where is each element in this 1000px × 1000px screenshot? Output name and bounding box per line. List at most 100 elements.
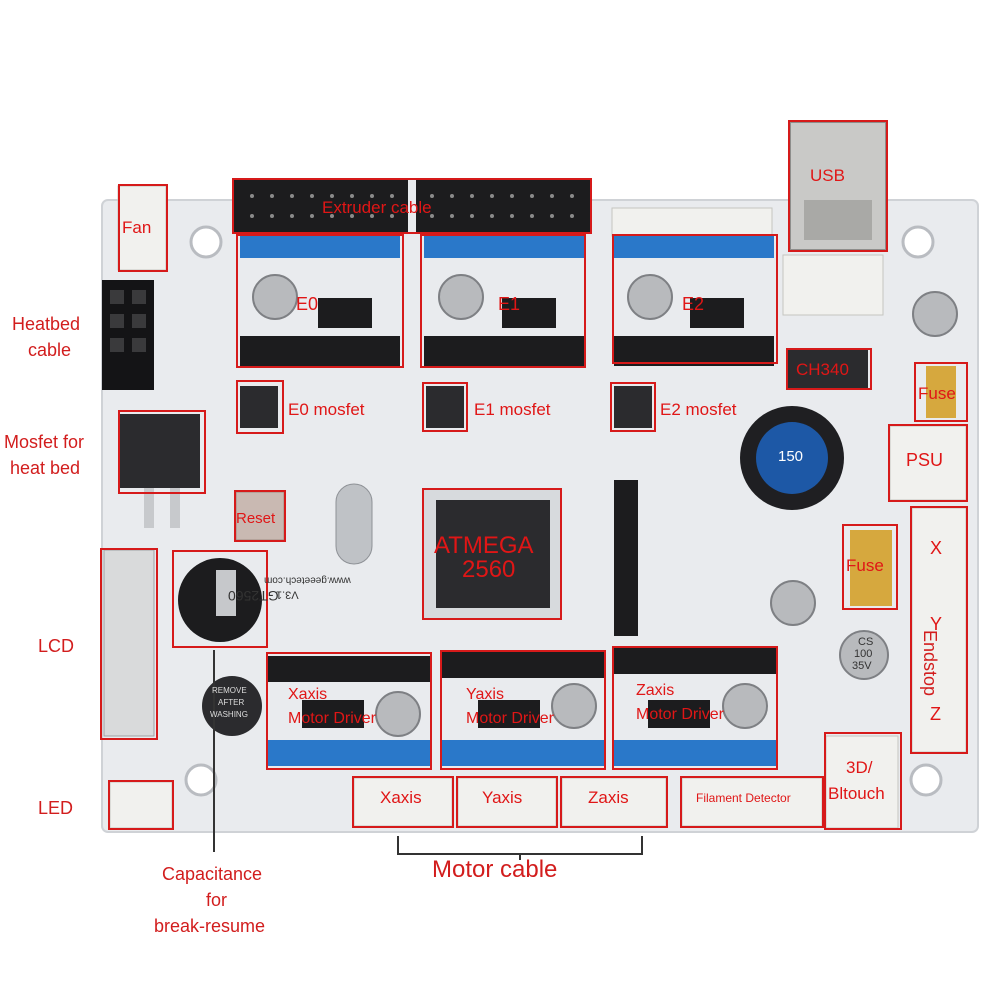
bottom-capacitors	[375, 683, 768, 737]
bottom-connectors	[109, 735, 899, 829]
label-xaxis-conn: Xaxis	[380, 788, 422, 807]
label-e1: E1	[498, 294, 521, 314]
label-fuse-top: Fuse	[918, 384, 956, 403]
vertical-pin-header	[614, 480, 638, 636]
label-xaxis-driver-1: Xaxis	[288, 686, 328, 703]
psu-box	[888, 424, 968, 502]
label-endstop-z: Z	[930, 704, 941, 724]
xaxis-conn-box	[352, 776, 454, 828]
extruder-header	[232, 180, 590, 232]
label-e2: E2	[682, 294, 705, 314]
usb-side-connector	[782, 254, 884, 316]
fuse-mid-box	[842, 524, 898, 610]
mid-capacitors	[770, 580, 889, 680]
e2-mosfet-box	[610, 382, 656, 432]
label-endstop: Endstop	[920, 630, 940, 697]
silk-website: www.geeetech.com	[264, 574, 351, 586]
fan-box	[118, 184, 168, 272]
label-fuse-mid: Fuse	[846, 556, 884, 575]
silk-cap-cs: CS	[858, 636, 874, 648]
fuse-mid-part	[850, 530, 892, 606]
label-zaxis-driver-1: Zaxis	[636, 682, 675, 699]
silk-inductor: 150	[778, 448, 804, 465]
top-capacitors	[252, 274, 958, 337]
zaxis-conn-box	[560, 776, 668, 828]
lcd-connector	[103, 549, 155, 737]
label-mosfet-heatbed-2: heat bed	[10, 458, 81, 478]
label-endstop-y: Y	[930, 614, 943, 634]
label-zaxis-conn: Zaxis	[588, 788, 629, 807]
silk-buzzer-1: REMOVE	[212, 686, 247, 695]
yaxis-driver-box	[440, 650, 606, 770]
label-yaxis-conn: Yaxis	[482, 788, 523, 807]
fuse-top-part	[926, 366, 956, 418]
label-filament-detector: Filament Detector	[696, 791, 791, 805]
label-psu: PSU	[906, 450, 944, 470]
silk-model: GT2560	[228, 588, 279, 605]
atmega-chip	[424, 490, 560, 618]
xaxis-driver-box	[266, 652, 432, 770]
mosfets	[118, 386, 652, 528]
label-e1-mosfet: E1 mosfet	[474, 400, 551, 419]
mounting-holes	[184, 225, 943, 797]
label-led: LED	[38, 798, 74, 818]
label-reset: Reset	[236, 510, 276, 527]
bltouch-box	[824, 732, 902, 830]
usb-connector	[789, 121, 887, 251]
silk-buzzer-2: AFTER	[218, 698, 245, 707]
silk-buzzer-3: WASHING	[210, 710, 248, 719]
led-box	[108, 780, 174, 830]
e2-box	[612, 234, 778, 364]
filament-detector-box	[680, 776, 824, 828]
bottom-driver-headers	[268, 648, 776, 766]
capacitor-box	[172, 550, 268, 648]
label-heatbed-cable-1: Heatbed	[12, 314, 81, 334]
yaxis-conn-box	[456, 776, 558, 828]
top-driver-headers	[240, 236, 774, 366]
buzzer	[202, 676, 262, 736]
label-xaxis-driver-2: Motor Driver	[288, 710, 377, 727]
label-bltouch-2: Bltouch	[828, 784, 885, 803]
label-yaxis-driver-1: Yaxis	[466, 686, 504, 703]
heatbed-connector	[102, 280, 154, 390]
extruder-cable-box	[232, 178, 592, 234]
label-e2-mosfet: E2 mosfet	[660, 400, 737, 419]
label-ch340: CH340	[796, 360, 849, 379]
label-e0: E0	[296, 294, 319, 314]
label-capacitance-1: Capacitance	[162, 864, 263, 884]
endstop-box	[910, 506, 968, 754]
inductor	[740, 406, 844, 510]
silk-cap-100: 100	[854, 648, 873, 660]
label-bltouch-1: 3D/	[846, 758, 873, 777]
fuse-top-box	[914, 362, 968, 422]
lcd-box	[100, 548, 158, 740]
usb-box	[788, 120, 888, 252]
top-jumpers	[318, 298, 744, 328]
label-extruder-cable: Extruder cable	[322, 198, 432, 217]
e1-mosfet-box	[422, 382, 468, 432]
ch340-chip	[788, 350, 868, 388]
label-e0-mosfet: E0 mosfet	[288, 400, 365, 419]
label-endstop-x: X	[930, 538, 943, 558]
crystal	[335, 483, 373, 565]
label-heatbed-cable-2: cable	[28, 340, 72, 360]
label-atmega-2: 2560	[462, 556, 516, 583]
silk-cap-35v: 35V	[852, 660, 872, 672]
mosfet-heatbed-box	[118, 410, 206, 494]
label-yaxis-driver-2: Motor Driver	[466, 710, 555, 727]
e0-box	[236, 234, 404, 368]
label-fan: Fan	[122, 218, 152, 237]
label-motor-cable: Motor cable	[432, 856, 558, 883]
label-zaxis-driver-2: Motor Driver	[636, 706, 725, 723]
ch340-box	[786, 348, 872, 390]
e0-mosfet-box	[236, 380, 284, 434]
e1-box	[420, 234, 586, 368]
label-atmega-1: ATMEGA	[434, 532, 534, 559]
label-lcd: LCD	[38, 636, 75, 656]
atmega-box	[422, 488, 562, 620]
backup-capacitor	[178, 558, 262, 642]
bottom-jumpers	[302, 700, 710, 728]
